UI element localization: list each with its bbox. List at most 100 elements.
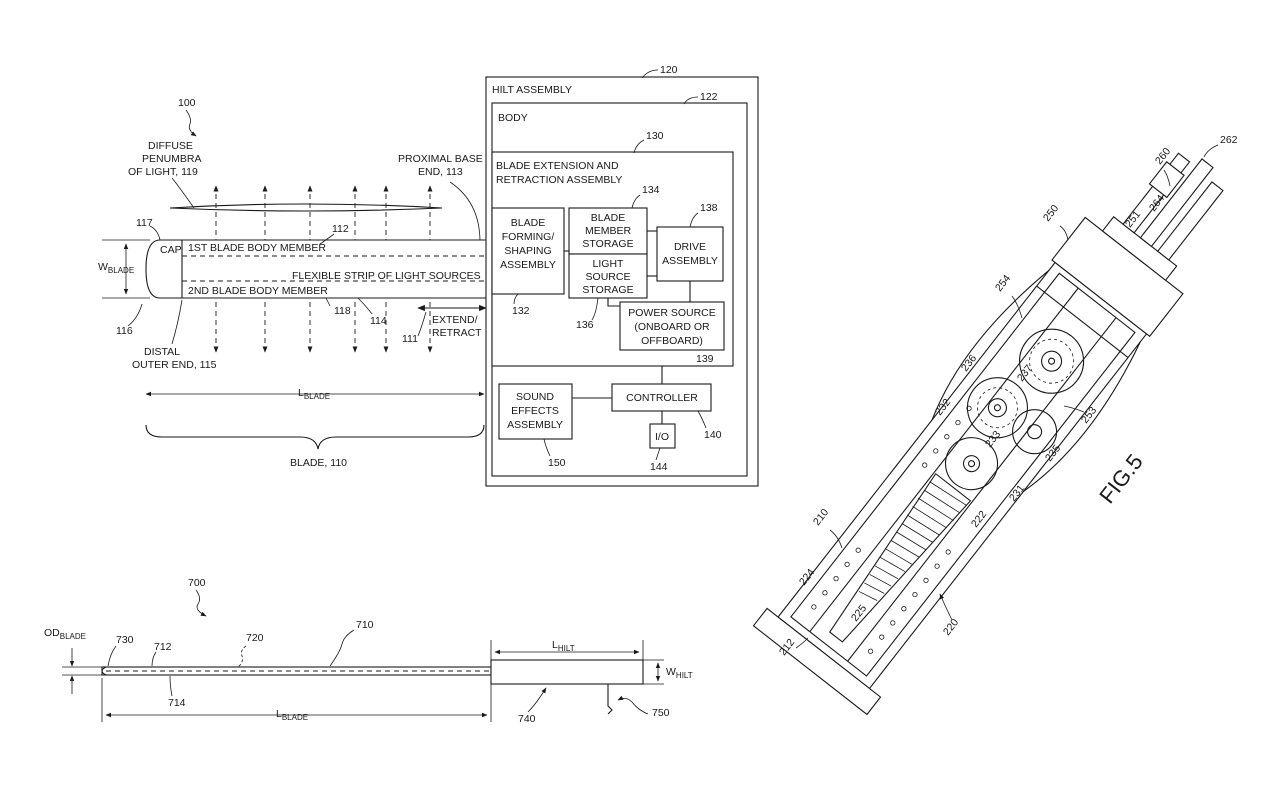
member-storage-2: MEMBER xyxy=(585,225,632,237)
light-storage-2: SOURCE xyxy=(586,271,631,283)
leader-134 xyxy=(631,194,641,209)
sound-box xyxy=(498,383,573,440)
leader-144 xyxy=(655,447,661,461)
leader-254 xyxy=(1011,295,1023,319)
ref-224: 224 xyxy=(797,567,817,588)
controller-label: CONTROLLER xyxy=(626,392,698,404)
housing-outline xyxy=(777,261,1148,690)
ref-100: 100 xyxy=(178,97,196,109)
perforations-top xyxy=(811,405,972,610)
body-title: BODY xyxy=(498,112,528,124)
sound-2: EFFECTS xyxy=(511,405,559,417)
leader-112 xyxy=(319,233,335,245)
leader-730 xyxy=(107,645,117,667)
ref-253: 253 xyxy=(1079,405,1099,426)
w-blade-label: WBLADE xyxy=(98,261,134,275)
rail-mid xyxy=(1139,158,1214,248)
ref-138: 138 xyxy=(700,202,718,214)
leader-138 xyxy=(689,212,699,228)
proximal-label-1: PROXIMAL BASE xyxy=(398,153,483,165)
mechanism-body xyxy=(752,152,1224,716)
top-cover xyxy=(931,269,1050,421)
blade-wedge xyxy=(829,472,972,643)
ref-750: 750 xyxy=(652,707,670,719)
ext-title-2: RETRACTION ASSEMBLY xyxy=(496,174,622,186)
retract-label: RETRACT xyxy=(432,327,482,339)
base-plate xyxy=(752,607,882,716)
blade-member-1-label: 1ST BLADE BODY MEMBER xyxy=(188,242,326,254)
io-label: I/O xyxy=(655,431,669,443)
leader-114 xyxy=(357,297,373,315)
leader-720 xyxy=(237,645,247,668)
io-box xyxy=(649,423,676,449)
distal-label-1: DISTAL xyxy=(144,346,180,358)
power-box xyxy=(619,301,725,351)
l-hilt-label: LHILT xyxy=(552,639,575,653)
ref-118: 118 xyxy=(334,305,351,317)
ref-225: 225 xyxy=(849,603,869,624)
leader-700 xyxy=(195,589,207,617)
diffuse-label-3: OF LIGHT, 119 xyxy=(128,166,198,178)
leader-150 xyxy=(543,438,551,457)
fig5-mechanism: 262 260 264 251 250 254 236 237 232 233 … xyxy=(752,134,1238,716)
bottom-cover xyxy=(1023,341,1141,492)
light-strip-label: FLEXIBLE STRIP OF LIGHT SOURCES xyxy=(292,270,481,282)
ref-720: 720 xyxy=(246,632,264,644)
power-2: (ONBOARD OR xyxy=(634,321,710,333)
ref-116: 116 xyxy=(116,325,133,337)
drive-1: DRIVE xyxy=(674,241,706,253)
leader-260 xyxy=(1163,169,1171,187)
leader-210 xyxy=(829,529,843,549)
figure-label: FIG.5 xyxy=(1094,449,1148,508)
small-hilt xyxy=(490,659,644,685)
ext-title-1: BLADE EXTENSION AND xyxy=(496,160,619,172)
ref-132: 132 xyxy=(512,305,530,317)
diffuse-label-2: PENUMBRA xyxy=(142,153,202,165)
leader-212 xyxy=(795,637,809,649)
ref-144: 144 xyxy=(650,461,668,473)
ref-233: 233 xyxy=(983,429,1003,450)
cap-label: CAP xyxy=(160,244,182,256)
forming-1: BLADE xyxy=(511,217,545,229)
ref-231: 231 xyxy=(1007,483,1027,504)
controller-box xyxy=(611,383,712,412)
ref-117: 117 xyxy=(136,217,153,229)
member-storage-3: STORAGE xyxy=(582,238,633,250)
conn-light-power xyxy=(607,298,620,307)
rail-clamp xyxy=(1148,161,1185,199)
blade-label: BLADE, 110 xyxy=(290,457,347,469)
leader-119 xyxy=(171,177,195,209)
forming-3: SHAPING xyxy=(504,245,551,257)
leader-117 xyxy=(149,225,161,241)
forming-box xyxy=(491,207,565,295)
leader-118 xyxy=(325,297,331,307)
leader-130 xyxy=(633,139,645,154)
ref-222: 222 xyxy=(969,509,989,530)
hilt-block-diagram: 120 HILT ASSEMBLY 122 BODY 130 BLADE EXT… xyxy=(485,64,759,487)
housing-inner xyxy=(790,272,1136,677)
light-storage-box xyxy=(568,253,648,299)
forming-2: FORMING/ xyxy=(502,231,555,243)
drive-2: ASSEMBLY xyxy=(662,255,718,267)
leader-111 xyxy=(417,311,427,337)
ref-120: 120 xyxy=(660,64,678,76)
ref-134: 134 xyxy=(642,184,660,196)
ref-136: 136 xyxy=(576,319,594,331)
ref-210: 210 xyxy=(811,507,831,528)
leader-115 xyxy=(171,299,183,345)
leader-712 xyxy=(151,651,157,667)
light-storage-1: LIGHT xyxy=(593,258,625,270)
proximal-label-2: END, 113 xyxy=(418,166,463,178)
leader-253 xyxy=(1063,405,1085,413)
blade-body xyxy=(145,239,489,299)
ref-236: 236 xyxy=(959,353,979,374)
ref-730: 730 xyxy=(116,634,134,646)
leader-122 xyxy=(683,96,699,105)
extend-label: EXTEND/ xyxy=(432,314,478,326)
diffuse-label-1: DIFFUSE xyxy=(148,140,193,152)
leader-740 xyxy=(527,687,547,713)
strip-top xyxy=(809,287,1079,633)
ref-710: 710 xyxy=(356,619,374,631)
ref-130: 130 xyxy=(646,130,664,142)
blade-member-2-label: 2ND BLADE BODY MEMBER xyxy=(188,285,328,297)
